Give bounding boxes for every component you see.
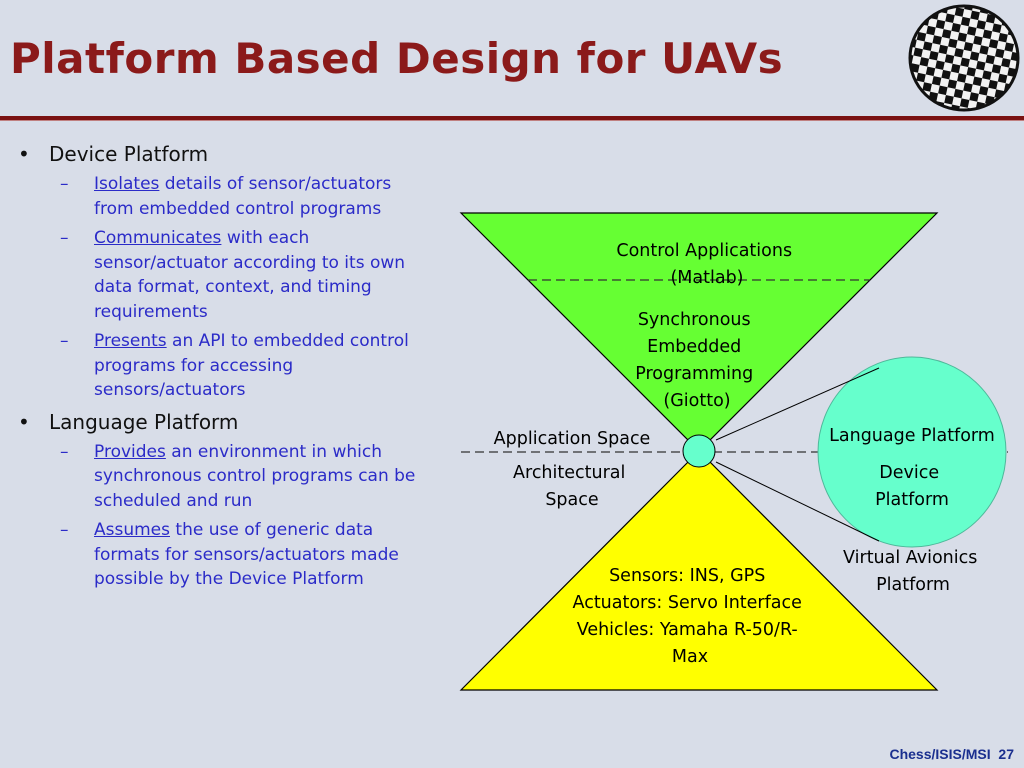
slide-footer: Chess/ISIS/MSI 27 [889, 746, 1014, 762]
sub-bullet-marker: – [60, 228, 69, 248]
architecture-triangle [459, 450, 939, 691]
bullet-item: • Device Platform [12, 140, 432, 168]
chessboard-circle-logo-icon [908, 4, 1020, 112]
sub-bullet-marker: – [60, 441, 69, 462]
sub-bullet-item: – Communicates with each sensor/actuator … [12, 226, 432, 324]
virtual-avionics-label: Virtual Avionics Platform [843, 548, 983, 595]
bullet-marker: • [18, 142, 30, 166]
sensors-actuators-label: Sensors: INS, GPS Actuators: Servo Inter… [573, 566, 808, 667]
connector-line-lower [715, 461, 880, 542]
interface-node [682, 434, 716, 468]
device-platform-label: Device Platform [875, 463, 949, 510]
sub-bullet-text: with each sensor/actuator according to i… [94, 228, 406, 322]
platform-circle [817, 356, 1007, 548]
sub-bullet-item: – Provides an environment in which synchr… [12, 440, 432, 514]
synchronous-programming-label: Synchronous Embedded Programming (Giotto… [635, 310, 759, 411]
sub-bullet-keyword: Assumes [94, 520, 170, 540]
bullet-heading: Device Platform [49, 142, 209, 166]
control-applications-label: Control Applications (Matlab) [616, 241, 797, 288]
application-triangle [459, 212, 939, 452]
title-divider [0, 116, 1024, 120]
sub-bullet-text: the use of generic data formats for sens… [94, 520, 399, 589]
bullet-marker: • [18, 409, 30, 434]
architectural-space-label: Architectural Space [513, 463, 631, 510]
application-space-label: Application Space [494, 429, 651, 449]
sub-bullet-item: – Isolates details of sensor/actuators fr… [12, 172, 432, 221]
sub-bullet-marker: – [60, 520, 69, 540]
bullet-list: • Device Platform – Isolates details of sen… [12, 140, 432, 597]
sub-bullet-marker: – [60, 174, 69, 194]
sub-bullet-text: an API to embedded control programs for … [94, 331, 409, 400]
sub-bullet-keyword: Presents [94, 331, 167, 351]
sub-bullet-text: details of sensor/actuators from embedde… [94, 174, 392, 219]
connector-line-upper [715, 367, 880, 441]
slide-title: Platform Based Design for UAVs [10, 34, 784, 83]
page-number: 27 [998, 746, 1014, 762]
sub-bullet-keyword: Communicates [94, 228, 222, 248]
sub-bullet-item: – Presents an API to embedded control pro… [12, 329, 432, 403]
sub-bullet-keyword: Provides [94, 441, 166, 462]
sub-bullet-marker: – [60, 331, 69, 351]
sub-bullet-item: – Assumes the use of generic data formats… [12, 518, 432, 592]
language-platform-label: Language Platform [829, 426, 995, 446]
bullet-heading: Language Platform [49, 409, 239, 434]
title-divider-highlight [0, 120, 1024, 121]
footer-source: Chess/ISIS/MSI [889, 746, 991, 762]
sub-bullet-keyword: Isolates [94, 174, 160, 194]
bullet-item: • Language Platform [12, 408, 432, 436]
sub-bullet-text: an environment in which synchronous cont… [94, 441, 416, 511]
